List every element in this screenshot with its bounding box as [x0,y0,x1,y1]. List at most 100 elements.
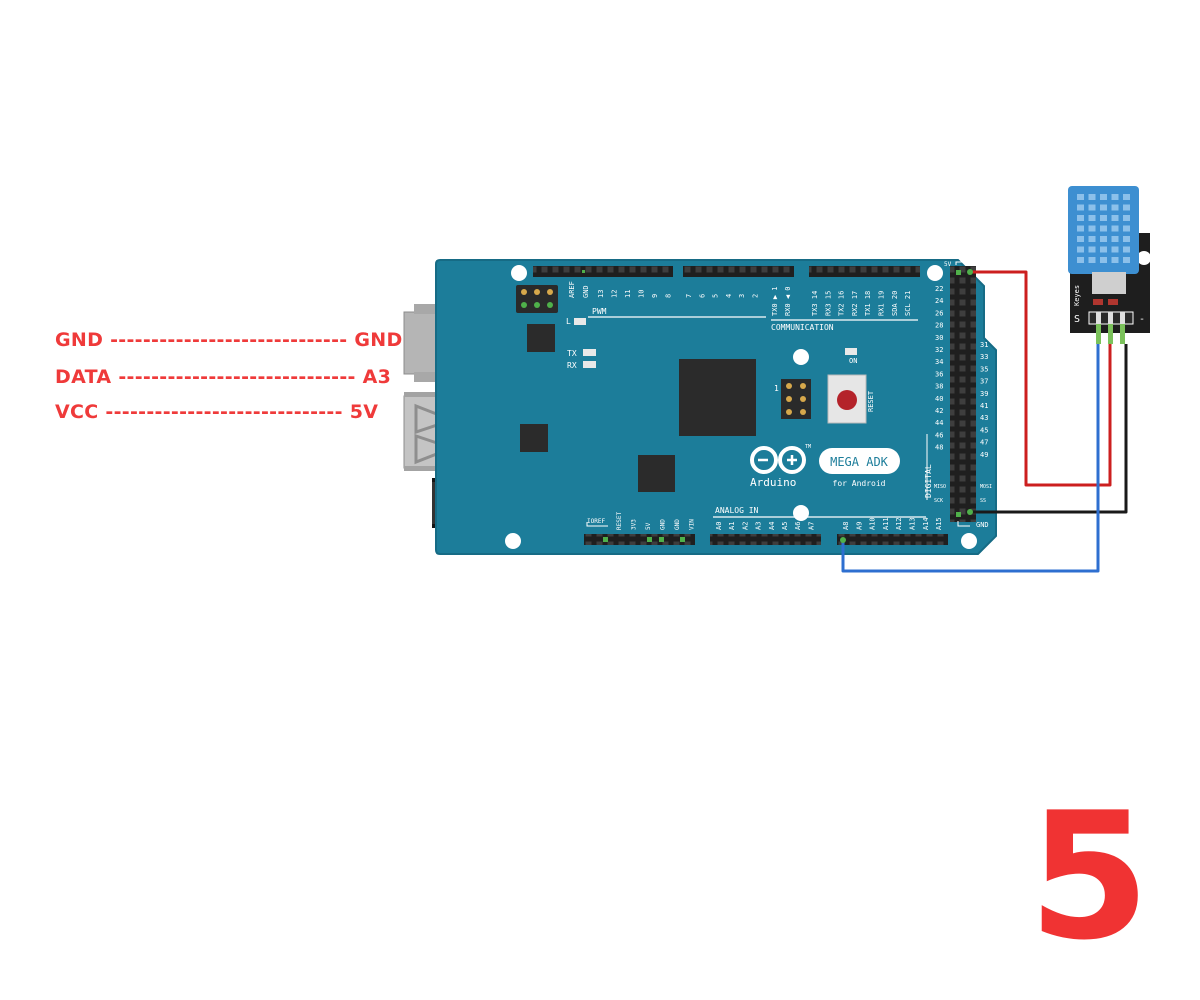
chip-main [679,359,756,436]
pin-label: 40 [935,395,943,403]
sensor-vent [1088,194,1096,200]
sensor-vent [1100,257,1107,263]
sensor-vent [1088,204,1096,211]
svg-text:5V: 5V [944,261,952,268]
arduino-wordmark: Arduino [750,476,796,489]
pin-label: 30 [935,334,943,342]
sensor-vent [1123,246,1130,253]
sensor-vent [1123,204,1130,211]
sensor-vent [1088,257,1096,263]
pin-label: 37 [980,378,988,386]
sensor-vent [1111,204,1119,211]
sensor-vent [1100,194,1107,200]
pin-label: 31 [980,341,988,349]
wire-data [841,344,1100,573]
pin-label: 35 [980,365,988,373]
pin-label: 12 [611,290,619,298]
on-label: ON [849,357,857,365]
icsp-header-top [516,285,558,313]
aref-label: AREF [568,281,576,298]
pin-label: TX3 14 [811,291,819,316]
sensor-vent [1111,194,1119,200]
pin-label: A11 [882,517,890,530]
pin-label: 24 [935,297,943,305]
header-top-mid [683,266,794,277]
infinity-icon [750,446,806,474]
sensor-vent [1077,215,1084,221]
pwm-label: PWM [592,307,607,316]
pin-label: VIN [689,519,696,530]
pin-label: A3 [755,522,763,530]
pin-label: A6 [794,522,802,530]
reset-button[interactable]: RESET [827,374,875,424]
pin-label: 45 [980,426,988,434]
sensor-vent [1111,246,1119,253]
pin-label: A1 [728,522,736,530]
pin-label: A14 [922,517,930,530]
pin-label: 43 [980,414,988,422]
pin-label: 26 [935,309,943,317]
pin-label: 28 [935,322,943,330]
pin-label: RX1 19 [878,291,886,316]
pin-label: RX0 ◀ 0 [784,286,792,316]
gnd-right-label: GND [976,521,989,529]
l-led-label: L [566,317,571,326]
pin-label: 33 [980,353,988,361]
pin-label: 48 [935,444,943,452]
sensor-vent [1077,194,1084,200]
header-power [584,534,695,545]
pin-label: 39 [980,390,988,398]
pin-label: 10 [638,290,646,298]
pin-label: 46 [935,431,943,439]
digital-label: DIGITAL [924,464,933,498]
pin-label: 34 [935,358,943,366]
pin-label: 7 [685,294,693,298]
l-led [574,318,586,325]
pin-label: 5V [645,522,652,530]
svg-text:RX: RX [567,361,577,370]
pin-label: SDA 20 [891,291,899,316]
pin-label: 22 [935,285,943,293]
pin-label: TX1 18 [864,291,872,316]
header-analog-low [710,534,821,545]
pin-label: 8 [665,294,673,298]
wire-gnd [970,344,1128,514]
pin-label: A10 [869,517,877,530]
svg-text:MEGA ADK: MEGA ADK [830,455,889,469]
dht11-sensor-module: Keyes S - [1068,186,1151,344]
pin-label: GND [674,519,681,530]
sensor-vent [1111,215,1119,221]
sensor-vent [1088,236,1096,242]
sensor-vent [1077,246,1084,253]
pin-label: 5 [712,294,720,298]
pin-label: TX0 ▶ 1 [771,286,779,316]
icsp-header-mid: 1 [774,379,811,419]
analog-in-label: ANALOG IN [715,506,759,515]
sensor-vent [1123,215,1130,221]
pin-label: 44 [935,419,943,427]
pin-label: A7 [807,522,815,530]
sensor-vent [1077,236,1084,242]
pin-label: A2 [741,522,749,530]
sensor-vent [1100,204,1107,211]
pin-label: SCL 21 [904,291,912,316]
pin-label: 32 [935,346,943,354]
pin-label: 11 [624,290,632,298]
pin-label: GND [660,519,667,530]
pin-label: 9 [651,294,659,298]
sensor-vent [1100,225,1107,232]
tx-rx-leds: TX RX [567,349,596,370]
pin-label: A15 [935,517,943,530]
sensor-vent [1100,246,1107,253]
svg-text:SS: SS [980,498,986,504]
header-digital-double [950,266,976,522]
pin-label: 38 [935,383,943,391]
wire-endpoints [840,269,973,543]
sensor-vent [1123,236,1130,242]
sensor-vent [1123,194,1130,200]
pin-label: 49 [980,451,988,459]
pin-label: A13 [909,517,917,530]
